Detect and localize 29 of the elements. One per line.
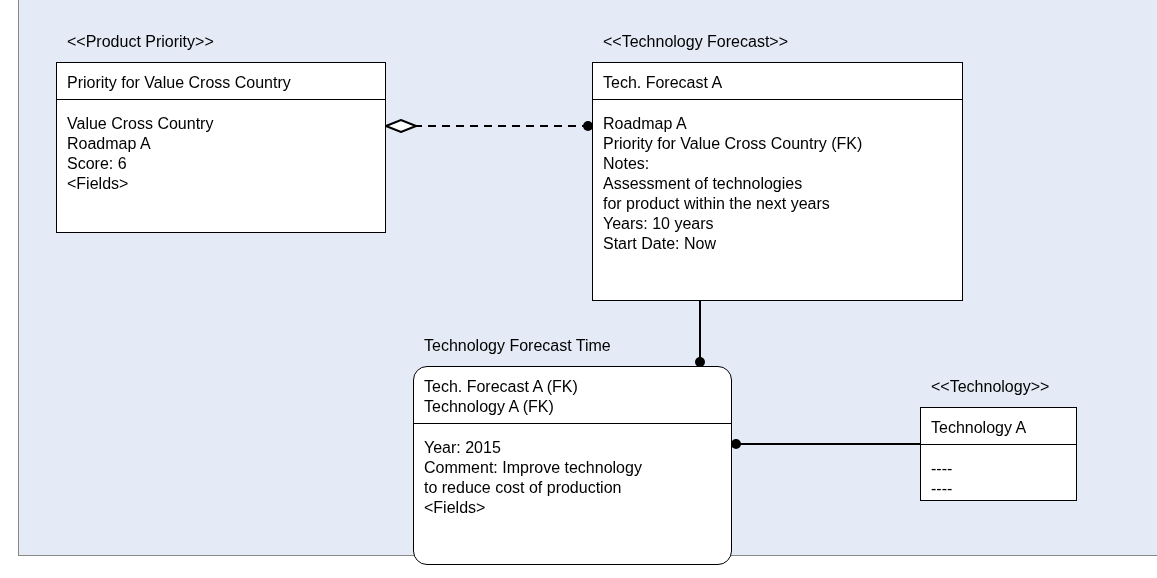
- attribute-text: <Fields>: [424, 498, 487, 518]
- attribute-text: Notes:: [603, 154, 651, 174]
- attribute-text: Years: 10 years: [603, 214, 715, 234]
- attribute-text: Value Cross Country: [67, 114, 215, 134]
- stereotype-label: Technology Forecast Time: [424, 337, 611, 355]
- attribute-text: Comment: Improve technology: [424, 458, 643, 478]
- association-line: [695, 300, 705, 367]
- attribute-text: Assessment of technologies: [603, 174, 804, 194]
- association-line: [385, 119, 593, 133]
- attribute-text: for product within the next years: [603, 194, 831, 214]
- attribute-text: <Fields>: [67, 174, 130, 194]
- attribute-text: Roadmap A: [603, 114, 688, 134]
- attribute-text: Priority for Value Cross Country (FK): [603, 134, 864, 154]
- association-line: [731, 439, 921, 449]
- entity-name: Tech. Forecast A (FK): [424, 377, 579, 397]
- attribute-text: ----: [931, 479, 954, 499]
- attribute-text: Roadmap A: [67, 134, 152, 154]
- entity-name: Technology A (FK): [424, 397, 555, 417]
- stereotype-label: <<Technology>>: [931, 378, 1050, 396]
- stereotype-label: <<Technology Forecast>>: [603, 33, 788, 51]
- attribute-text: Start Date: Now: [603, 234, 717, 254]
- attribute-text: to reduce cost of production: [424, 478, 623, 498]
- attribute-text: ----: [931, 459, 954, 479]
- entity-name: Priority for Value Cross Country: [67, 73, 292, 93]
- attribute-text: Score: 6: [67, 154, 128, 174]
- entity-name: Technology A: [931, 418, 1028, 438]
- attribute-text: Year: 2015: [424, 438, 502, 458]
- entity-name: Tech. Forecast A: [603, 73, 724, 93]
- stereotype-label: <<Product Priority>>: [67, 33, 214, 51]
